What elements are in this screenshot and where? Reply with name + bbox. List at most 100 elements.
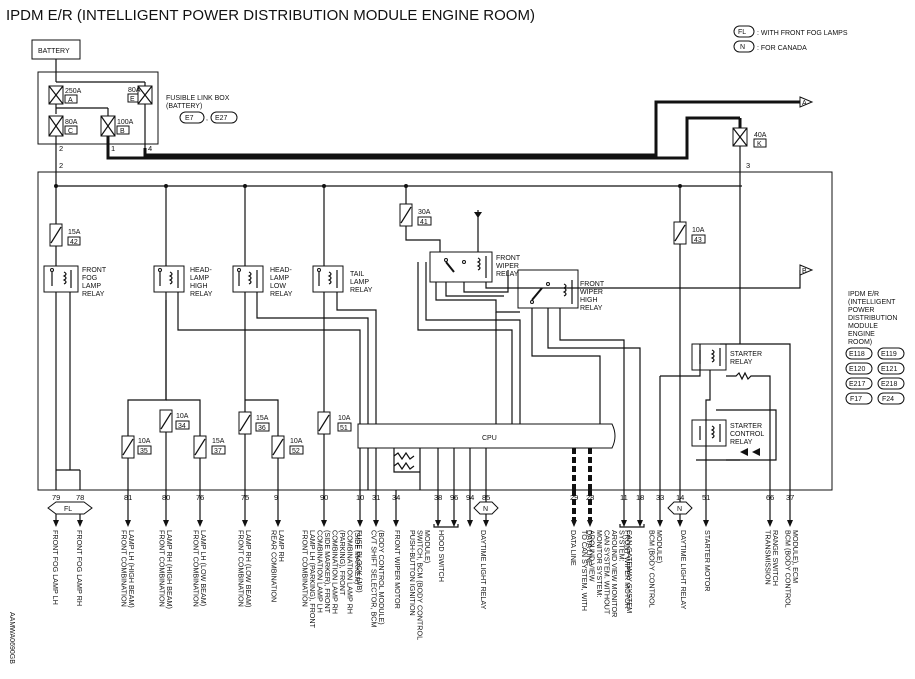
dest-line: FRONT WIPER MOTOR (623, 530, 632, 609)
connector-e119: E119 (881, 351, 897, 358)
dest-line: (SIDE MARKER) (353, 530, 362, 584)
relay-fwh-l1: FRONT (580, 281, 605, 288)
relay-hl-l1: HEAD- (270, 267, 292, 274)
n-tag-2-label: N (677, 506, 682, 513)
dest-line: RANGE SWITCH (771, 530, 780, 586)
bracket (619, 524, 645, 528)
pin-arrow-icon (483, 520, 489, 527)
front-fog-lamp-relay: FRONT FOG LAMP RELAY (43, 265, 107, 298)
module-label-7: ROOM) (848, 339, 872, 346)
diagram-title: IPDM E/R (INTELLIGENT POWER DISTRIBUTION… (6, 7, 535, 24)
n-tag-85: N (473, 501, 499, 515)
fuse-10a-43: 10A 43 (673, 221, 706, 490)
dest-fuse-block-jb: FUSE BLOCK (J/B) (355, 530, 364, 593)
dest-line: COMBINATION LAMP RH (346, 530, 355, 614)
starter-relay: STARTER RELAY (691, 343, 762, 371)
fuse-15a-36: 15A 36 (238, 411, 270, 435)
fuse-15a-36-id: 36 (258, 425, 266, 432)
fuse-80a-c-id: C (68, 128, 73, 135)
dest-front-wiper-motor-1: FRONT WIPER MOTOR (393, 530, 402, 609)
dest-daytime-light-relay-1: DAYTIME LIGHT RELAY (479, 530, 488, 610)
dest-line: FRONT FOG LAMP RH (75, 530, 84, 606)
pin-79: 79 (52, 493, 60, 502)
dest-line: COMBINATION LAMP RH (331, 530, 340, 614)
fuse-10a-43-amp: 10A (692, 227, 705, 234)
pin-arrow-icon (357, 520, 363, 527)
pin-arrow-icon (571, 520, 577, 527)
pin-arrow-icon (657, 520, 663, 527)
dest-can-data-line-l: DATA LINE (569, 530, 578, 566)
pin-arrow-icon (163, 520, 169, 527)
dest-line: FRONT WIPER MOTOR (393, 530, 402, 609)
fuse-80a-e-id: E (130, 96, 135, 103)
figure-code: AAMWA0690GB (8, 612, 15, 664)
dest-line: CVT SHIFT SELECTOR, BCM (370, 530, 379, 627)
connector-e218: E218 (881, 381, 897, 388)
dest-front-wiper-motor-2: FRONT WIPER MOTOR (623, 530, 632, 609)
dest-line: AROUND VIEW MONITOR (610, 530, 619, 617)
dest-line: FRONT COMBINATION (120, 530, 129, 607)
relay-fog-l4: RELAY (82, 291, 105, 298)
pin-arrow-icon (621, 520, 627, 527)
fuse-80a-c-amp: 80A (65, 119, 78, 126)
dest-line: CAN SYSTEM. WITHOUT (603, 530, 612, 615)
pin-arrow-icon (77, 520, 83, 527)
dest-line: FUSE BLOCK (J/B) (355, 530, 364, 593)
legend-n-text: : FOR CANADA (757, 45, 807, 52)
fuse-250a-amp: 250A (65, 88, 82, 95)
fusible-link-box-label-1: FUSIBLE LINK BOX (166, 95, 230, 102)
relay-fog-l1: FRONT (82, 267, 107, 274)
pin-arrow-icon (637, 520, 643, 527)
fuse-15a-42-id: 42 (70, 239, 78, 246)
dest-line: DATA LINE (569, 530, 578, 566)
terminal-2: 2 (59, 161, 63, 170)
internal-bus (54, 172, 742, 268)
fuse-10a-52: 10A 52 (271, 435, 304, 459)
dest-line: AROUND VIEW (588, 530, 597, 582)
pin-arrow-icon (53, 520, 59, 527)
bracket (433, 524, 459, 528)
svg-text:,: , (206, 115, 208, 122)
relay-hl-l3: LOW (270, 283, 286, 290)
connector-f17: F17 (850, 396, 862, 403)
legend-n-tag: N (740, 44, 745, 51)
relay-sc-l2: CONTROL (730, 431, 764, 438)
relay-st-l1: STARTER (730, 351, 762, 358)
dest-line: FRONT COMBINATION (301, 530, 310, 607)
relay-hl-l4: RELAY (270, 291, 293, 298)
dest-line: DAYTIME LIGHT RELAY (479, 530, 488, 610)
relay-fwh-l3: HIGH (580, 297, 598, 304)
pin-arrow-icon (435, 520, 441, 527)
fuse-250a-a: 250A A (48, 85, 82, 105)
pin-arrow-icon (373, 520, 379, 527)
arrow-b-label: B (802, 268, 807, 275)
cpu-label: CPU (482, 435, 497, 442)
pin-arrow-icon (677, 520, 683, 527)
pin-28: 28 (586, 493, 594, 502)
fuse-100a-b-amp: 100A (117, 119, 134, 126)
dest-line: (PARKING), FRONT (338, 530, 347, 596)
ipdm-outline (37, 171, 833, 491)
relay-hh-l4: RELAY (190, 291, 213, 298)
dest-cvt-shift-selector-bcm: CVT SHIFT SELECTOR, BCM(BODY CONTROL MOD… (370, 530, 387, 627)
relay-tail-l2: LAMP (350, 279, 369, 286)
relay-hh-l2: LAMP (190, 275, 209, 282)
wiper-wires (417, 262, 810, 490)
dest-line: REAR COMBINATION (270, 530, 279, 602)
dest-line: SWITCH, BCM (BODY CONTROL (416, 530, 425, 640)
pin-arrow-icon (451, 520, 457, 527)
dest-line: LAMP RH (277, 530, 286, 562)
dest-line: LAMP LH (LOW BEAM) (199, 530, 208, 606)
connector-e217: E217 (849, 381, 865, 388)
dest-line: (SIDE MARKER), FRONT (323, 530, 332, 614)
relay-fog-l3: LAMP (82, 283, 101, 290)
connector-f24: F24 (882, 396, 894, 403)
dest-line: DATA LINE (585, 530, 594, 566)
pin-arrow-icon (242, 520, 248, 527)
